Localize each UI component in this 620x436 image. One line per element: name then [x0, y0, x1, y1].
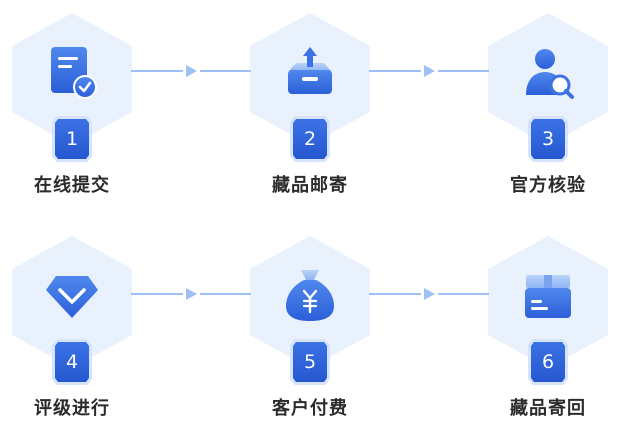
step-label: 藏品寄回	[510, 398, 586, 419]
package-send-icon	[288, 47, 332, 94]
arrow-connector	[369, 65, 489, 77]
step-number: 4	[65, 351, 79, 373]
step-label: 官方核验	[510, 175, 586, 196]
step-badge	[290, 116, 330, 162]
step-label: 在线提交	[34, 175, 110, 196]
arrow-connector	[369, 288, 489, 300]
step-verify: 3 官方核验	[488, 13, 608, 213]
user-search-icon	[526, 49, 574, 99]
step-badge	[52, 339, 92, 385]
arrow-connector	[131, 288, 251, 300]
step-number: 5	[303, 351, 317, 373]
step-label: 藏品邮寄	[272, 175, 348, 196]
step-number: 1	[65, 128, 79, 150]
step-badge	[528, 116, 568, 162]
step-label: 客户付费	[272, 398, 348, 419]
step-payment: 5 客户付费	[250, 236, 370, 436]
step-grading: 4 评级进行	[12, 236, 132, 436]
step-label: 评级进行	[34, 398, 110, 419]
step-number: 3	[541, 128, 555, 150]
step-number: 2	[303, 128, 317, 150]
step-badge	[52, 116, 92, 162]
money-bag-icon	[286, 270, 334, 321]
document-check-icon	[51, 47, 97, 99]
step-number: 6	[541, 351, 555, 373]
step-mail: 2 藏品邮寄	[250, 13, 370, 213]
step-badge	[290, 339, 330, 385]
step-submit: 1 在线提交	[12, 13, 132, 213]
step-return: 6 藏品寄回	[488, 236, 608, 436]
step-badge	[528, 339, 568, 385]
arrow-connector	[131, 65, 251, 77]
diamond-icon	[46, 276, 98, 318]
return-box-icon	[525, 275, 571, 318]
